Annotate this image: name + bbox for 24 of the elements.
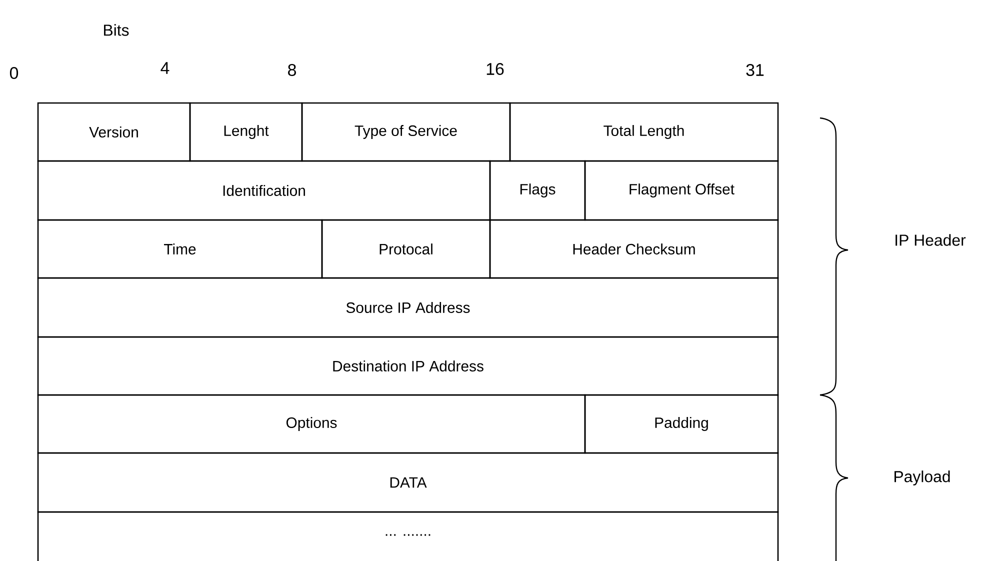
field-cell: Version bbox=[37, 102, 191, 162]
field-cell: Padding bbox=[584, 394, 779, 454]
bit-number: 31 bbox=[746, 64, 764, 76]
bit-number: 16 bbox=[486, 63, 504, 75]
field-cell: Time bbox=[37, 219, 323, 279]
field-cell: DATA bbox=[37, 452, 779, 513]
bit-number: 0 bbox=[10, 67, 18, 79]
section-label: IP Header bbox=[896, 234, 966, 246]
field-cell: Flags bbox=[489, 160, 586, 221]
field-cell: Total Length bbox=[509, 102, 779, 162]
field-cell: Lenght bbox=[189, 102, 303, 162]
field-cell: Source IP Address bbox=[37, 277, 779, 338]
field-cell: Protocal bbox=[321, 219, 491, 279]
section-label: Payload bbox=[894, 470, 950, 486]
field-cell: ... ....... bbox=[37, 511, 779, 561]
axis-title: Bits bbox=[104, 24, 129, 36]
field-cell: Identification bbox=[37, 160, 491, 221]
field-cell: Destination IP Address bbox=[37, 336, 779, 396]
field-cell: Type of Service bbox=[301, 102, 511, 162]
bit-number: 4 bbox=[160, 62, 170, 74]
bit-number: 8 bbox=[288, 64, 296, 76]
field-cell: Options bbox=[37, 394, 586, 454]
field-cell: Flagment Offset bbox=[584, 160, 779, 221]
field-cell: Header Checksum bbox=[489, 219, 779, 279]
